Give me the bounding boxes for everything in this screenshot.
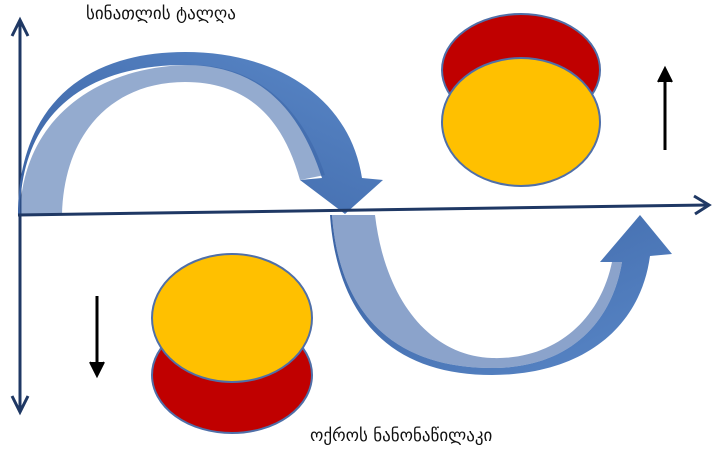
wave-arrow-lower xyxy=(330,215,672,375)
horizontal-axis xyxy=(17,194,712,217)
arrow-up-icon xyxy=(657,65,673,150)
arrow-down-icon xyxy=(89,296,105,379)
gold-nanoparticle-label: ოქროს ნანონაწილაკი xyxy=(310,426,493,446)
light-wave-label: სინათლის ტალღა xyxy=(86,4,236,24)
gold-nanoparticle-lower xyxy=(151,253,313,434)
wave-arrow-upper xyxy=(18,52,383,215)
gold-nanoparticle-upper xyxy=(441,13,601,187)
